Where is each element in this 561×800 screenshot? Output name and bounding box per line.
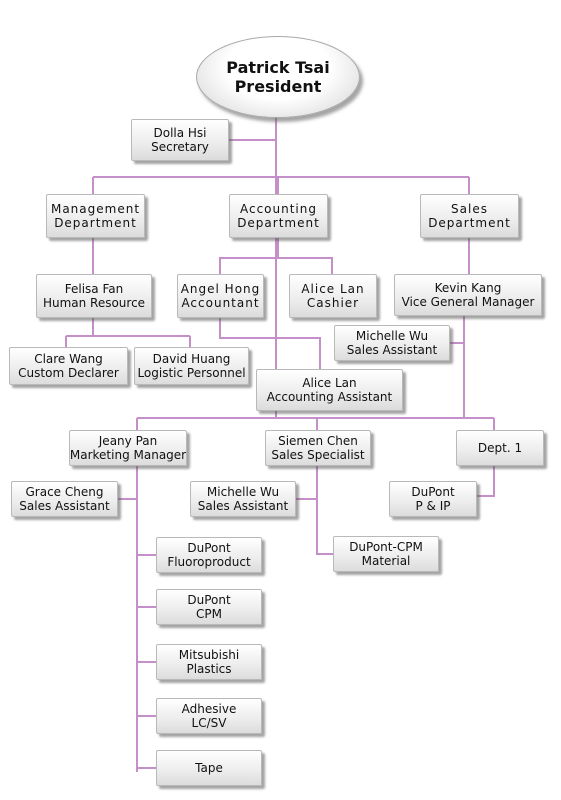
- dupont-cpm-material-line2: Material: [361, 554, 411, 568]
- michelle-wu-top-name: Michelle Wu: [355, 329, 429, 343]
- management-department-line2: Department: [54, 216, 137, 230]
- accounting-department-node[interactable]: Accounting Department: [229, 194, 328, 238]
- kevin-kang-node[interactable]: Kevin Kang Vice General Manager: [394, 274, 542, 316]
- alice-lan-assistant-name: Alice Lan: [302, 376, 357, 390]
- jeany-pan-name: Jeany Pan: [98, 434, 158, 448]
- secretary-node[interactable]: Dolla Hsi Secretary: [131, 119, 229, 161]
- siemen-chen-title: Sales Specialist: [271, 448, 365, 462]
- alice-lan-assistant-title: Accounting Assistant: [266, 390, 393, 404]
- product-dupont-cpm-node[interactable]: DuPont CPM: [156, 589, 262, 625]
- felisa-fan-title: Human Resource: [42, 296, 146, 310]
- sales-department-line2: Department: [428, 216, 511, 230]
- jeany-pan-node[interactable]: Jeany Pan Marketing Manager: [69, 430, 187, 466]
- product-line1: Adhesive: [181, 702, 237, 716]
- product-dupont-fluoroproduct-node[interactable]: DuPont Fluoroproduct: [156, 537, 262, 573]
- product-line2: Plastics: [186, 662, 232, 676]
- alice-lan-cashier-node[interactable]: Alice Lan Cashier: [289, 274, 377, 318]
- michelle-wu-top-title: Sales Assistant: [346, 343, 438, 357]
- dupont-cpm-material-line1: DuPont-CPM: [349, 540, 423, 554]
- siemen-trunk-connector: [316, 466, 333, 555]
- dept1-to-pip-connector: [477, 466, 495, 497]
- david-huang-name: David Huang: [152, 352, 231, 366]
- clare-wang-node[interactable]: Clare Wang Custom Declarer: [9, 347, 128, 385]
- michelle-wu-siemen-name: Michelle Wu: [206, 485, 280, 499]
- angel-hong-title: Accountant: [181, 296, 260, 310]
- dupont-pip-node[interactable]: DuPont P & IP: [389, 481, 477, 517]
- management-department-line1: Management: [50, 202, 141, 216]
- siemen-chen-node[interactable]: Siemen Chen Sales Specialist: [265, 430, 371, 466]
- kevin-kang-name: Kevin Kang: [434, 281, 502, 295]
- dupont-pip-line1: DuPont: [411, 485, 455, 499]
- clare-wang-title: Custom Declarer: [18, 366, 119, 380]
- sales-department-line1: Sales: [451, 202, 488, 216]
- grace-cheng-node[interactable]: Grace Cheng Sales Assistant: [11, 481, 118, 517]
- president-title: President: [234, 77, 322, 96]
- secretary-name: Dolla Hsi: [153, 126, 207, 140]
- david-huang-node[interactable]: David Huang Logistic Personnel: [134, 347, 249, 385]
- product-line1: DuPont: [187, 593, 231, 607]
- president-node[interactable]: Patrick Tsai President: [196, 36, 360, 118]
- angel-hong-node[interactable]: Angel Hong Accountant: [177, 274, 264, 318]
- dept-1-node[interactable]: Dept. 1: [456, 430, 544, 466]
- siemen-chen-name: Siemen Chen: [278, 434, 358, 448]
- product-tape-node[interactable]: Tape: [156, 750, 262, 786]
- jeany-pan-title: Marketing Manager: [69, 448, 187, 462]
- michelle-wu-siemen-title: Sales Assistant: [197, 499, 289, 513]
- david-huang-title: Logistic Personnel: [137, 366, 246, 380]
- accounting-to-staff-connector: [219, 238, 333, 274]
- michelle-wu-top-node[interactable]: Michelle Wu Sales Assistant: [334, 325, 450, 361]
- product-line1: Mitsubishi: [178, 648, 240, 662]
- secretary-title: Secretary: [151, 140, 209, 154]
- product-line2: Fluoroproduct: [167, 555, 251, 569]
- alice-lan-cashier-title: Cashier: [306, 296, 360, 310]
- product-line2: CPM: [196, 607, 222, 621]
- management-department-node[interactable]: Management Department: [46, 194, 145, 238]
- dupont-pip-line2: P & IP: [415, 499, 451, 513]
- felisa-to-reports-connector: [65, 318, 191, 347]
- president-name: Patrick Tsai: [226, 58, 330, 77]
- accounting-department-line1: Accounting: [239, 202, 317, 216]
- product-line2: LC/SV: [191, 716, 227, 730]
- grace-cheng-name: Grace Cheng: [25, 485, 104, 499]
- product-mitsubishi-plastics-node[interactable]: Mitsubishi Plastics: [156, 644, 262, 680]
- accounting-department-line2: Department: [237, 216, 320, 230]
- angel-hong-name: Angel Hong: [180, 282, 261, 296]
- alice-lan-assistant-node[interactable]: Alice Lan Accounting Assistant: [256, 369, 403, 411]
- michelle-wu-siemen-node[interactable]: Michelle Wu Sales Assistant: [190, 481, 296, 517]
- dupont-cpm-material-node[interactable]: DuPont-CPM Material: [333, 536, 439, 572]
- product-line1: Tape: [195, 761, 223, 775]
- felisa-fan-name: Felisa Fan: [64, 282, 124, 296]
- grace-cheng-title: Sales Assistant: [19, 499, 110, 513]
- clare-wang-name: Clare Wang: [34, 352, 103, 366]
- dept-1-label: Dept. 1: [477, 441, 523, 455]
- sales-department-node[interactable]: Sales Department: [420, 194, 519, 238]
- product-line1: DuPont: [187, 541, 231, 555]
- alice-lan-cashier-name: Alice Lan: [301, 282, 365, 296]
- product-adhesive-lcsv-node[interactable]: Adhesive LC/SV: [156, 698, 262, 734]
- kevin-kang-title: Vice General Manager: [401, 295, 535, 309]
- angel-to-assistant-connector: [219, 318, 321, 369]
- felisa-fan-node[interactable]: Felisa Fan Human Resource: [36, 274, 152, 318]
